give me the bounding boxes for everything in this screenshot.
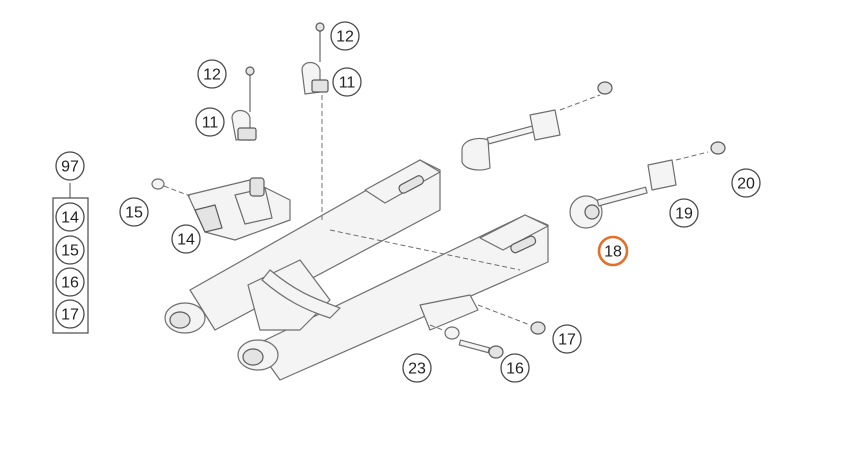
callout-label: 11	[339, 75, 356, 92]
callout-circle	[55, 267, 85, 297]
washer-15	[151, 178, 191, 197]
callout-circle	[330, 21, 360, 51]
swingarm	[164, 159, 549, 381]
callout-label: 11	[202, 115, 219, 132]
callout-circle	[197, 59, 227, 89]
callout-label: 17	[61, 307, 79, 324]
callout-circle	[402, 353, 432, 383]
callout-14[interactable]: 14	[171, 224, 201, 254]
callout-label: 97	[61, 159, 79, 176]
callout-circle	[552, 324, 582, 354]
callout-circle	[500, 353, 530, 383]
chain-slider-block	[187, 177, 291, 241]
callout-15[interactable]: 15	[119, 197, 149, 227]
callout-label: 19	[675, 206, 693, 223]
clamp-bracket-right	[301, 61, 329, 95]
callout-11[interactable]: 11	[332, 67, 362, 97]
callout-label: 12	[203, 67, 221, 84]
callout-23[interactable]: 23	[402, 353, 432, 383]
callout-label: 16	[506, 361, 524, 378]
callout-20[interactable]: 20	[731, 168, 761, 198]
callout-circle	[55, 299, 85, 329]
callout-label: 14	[61, 210, 79, 227]
callout-label: 14	[177, 232, 195, 249]
callout-circle	[731, 168, 761, 198]
bolt-12-left	[245, 66, 255, 112]
callout-label: 15	[61, 243, 79, 260]
callout-16[interactable]: 16	[55, 267, 85, 297]
lower-adjuster-set	[569, 141, 726, 229]
callouts-layer: 12 11 12 11 97 15 14 14 15 16 17 20 19 18 17 23 16	[55, 21, 761, 383]
callout-17[interactable]: 17	[552, 324, 582, 354]
callout-circle	[171, 224, 201, 254]
callout-circle	[55, 235, 85, 265]
callout-circle	[332, 67, 362, 97]
bolt-12-right	[315, 22, 325, 220]
callout-label: 12	[336, 29, 354, 46]
callout-97[interactable]: 97	[55, 151, 85, 181]
callout-circle	[55, 151, 85, 181]
callout-label: 17	[558, 332, 576, 349]
callout-18-highlighted[interactable]: 18	[597, 235, 629, 267]
callout-label: 15	[125, 205, 143, 222]
callout-11[interactable]: 11	[195, 107, 225, 137]
callout-circle	[669, 198, 699, 228]
callout-12[interactable]: 12	[197, 59, 227, 89]
callout-label: 16	[61, 275, 79, 292]
callout-circle	[119, 197, 149, 227]
upper-adjuster-set	[461, 81, 613, 171]
clamp-bracket-left	[231, 109, 257, 141]
callout-circle	[55, 202, 85, 232]
lower-bolts	[429, 304, 546, 359]
callout-label: 18	[604, 244, 622, 261]
callout-14[interactable]: 14	[55, 202, 85, 232]
callout-label: 20	[737, 176, 755, 193]
callout-circle	[195, 107, 225, 137]
callout-16[interactable]: 16	[500, 353, 530, 383]
callout-label: 23	[408, 361, 426, 378]
callout-15[interactable]: 15	[55, 235, 85, 265]
callout-circle	[597, 235, 629, 267]
callout-17[interactable]: 17	[55, 299, 85, 329]
callout-12[interactable]: 12	[330, 21, 360, 51]
callout-19[interactable]: 19	[669, 198, 699, 228]
